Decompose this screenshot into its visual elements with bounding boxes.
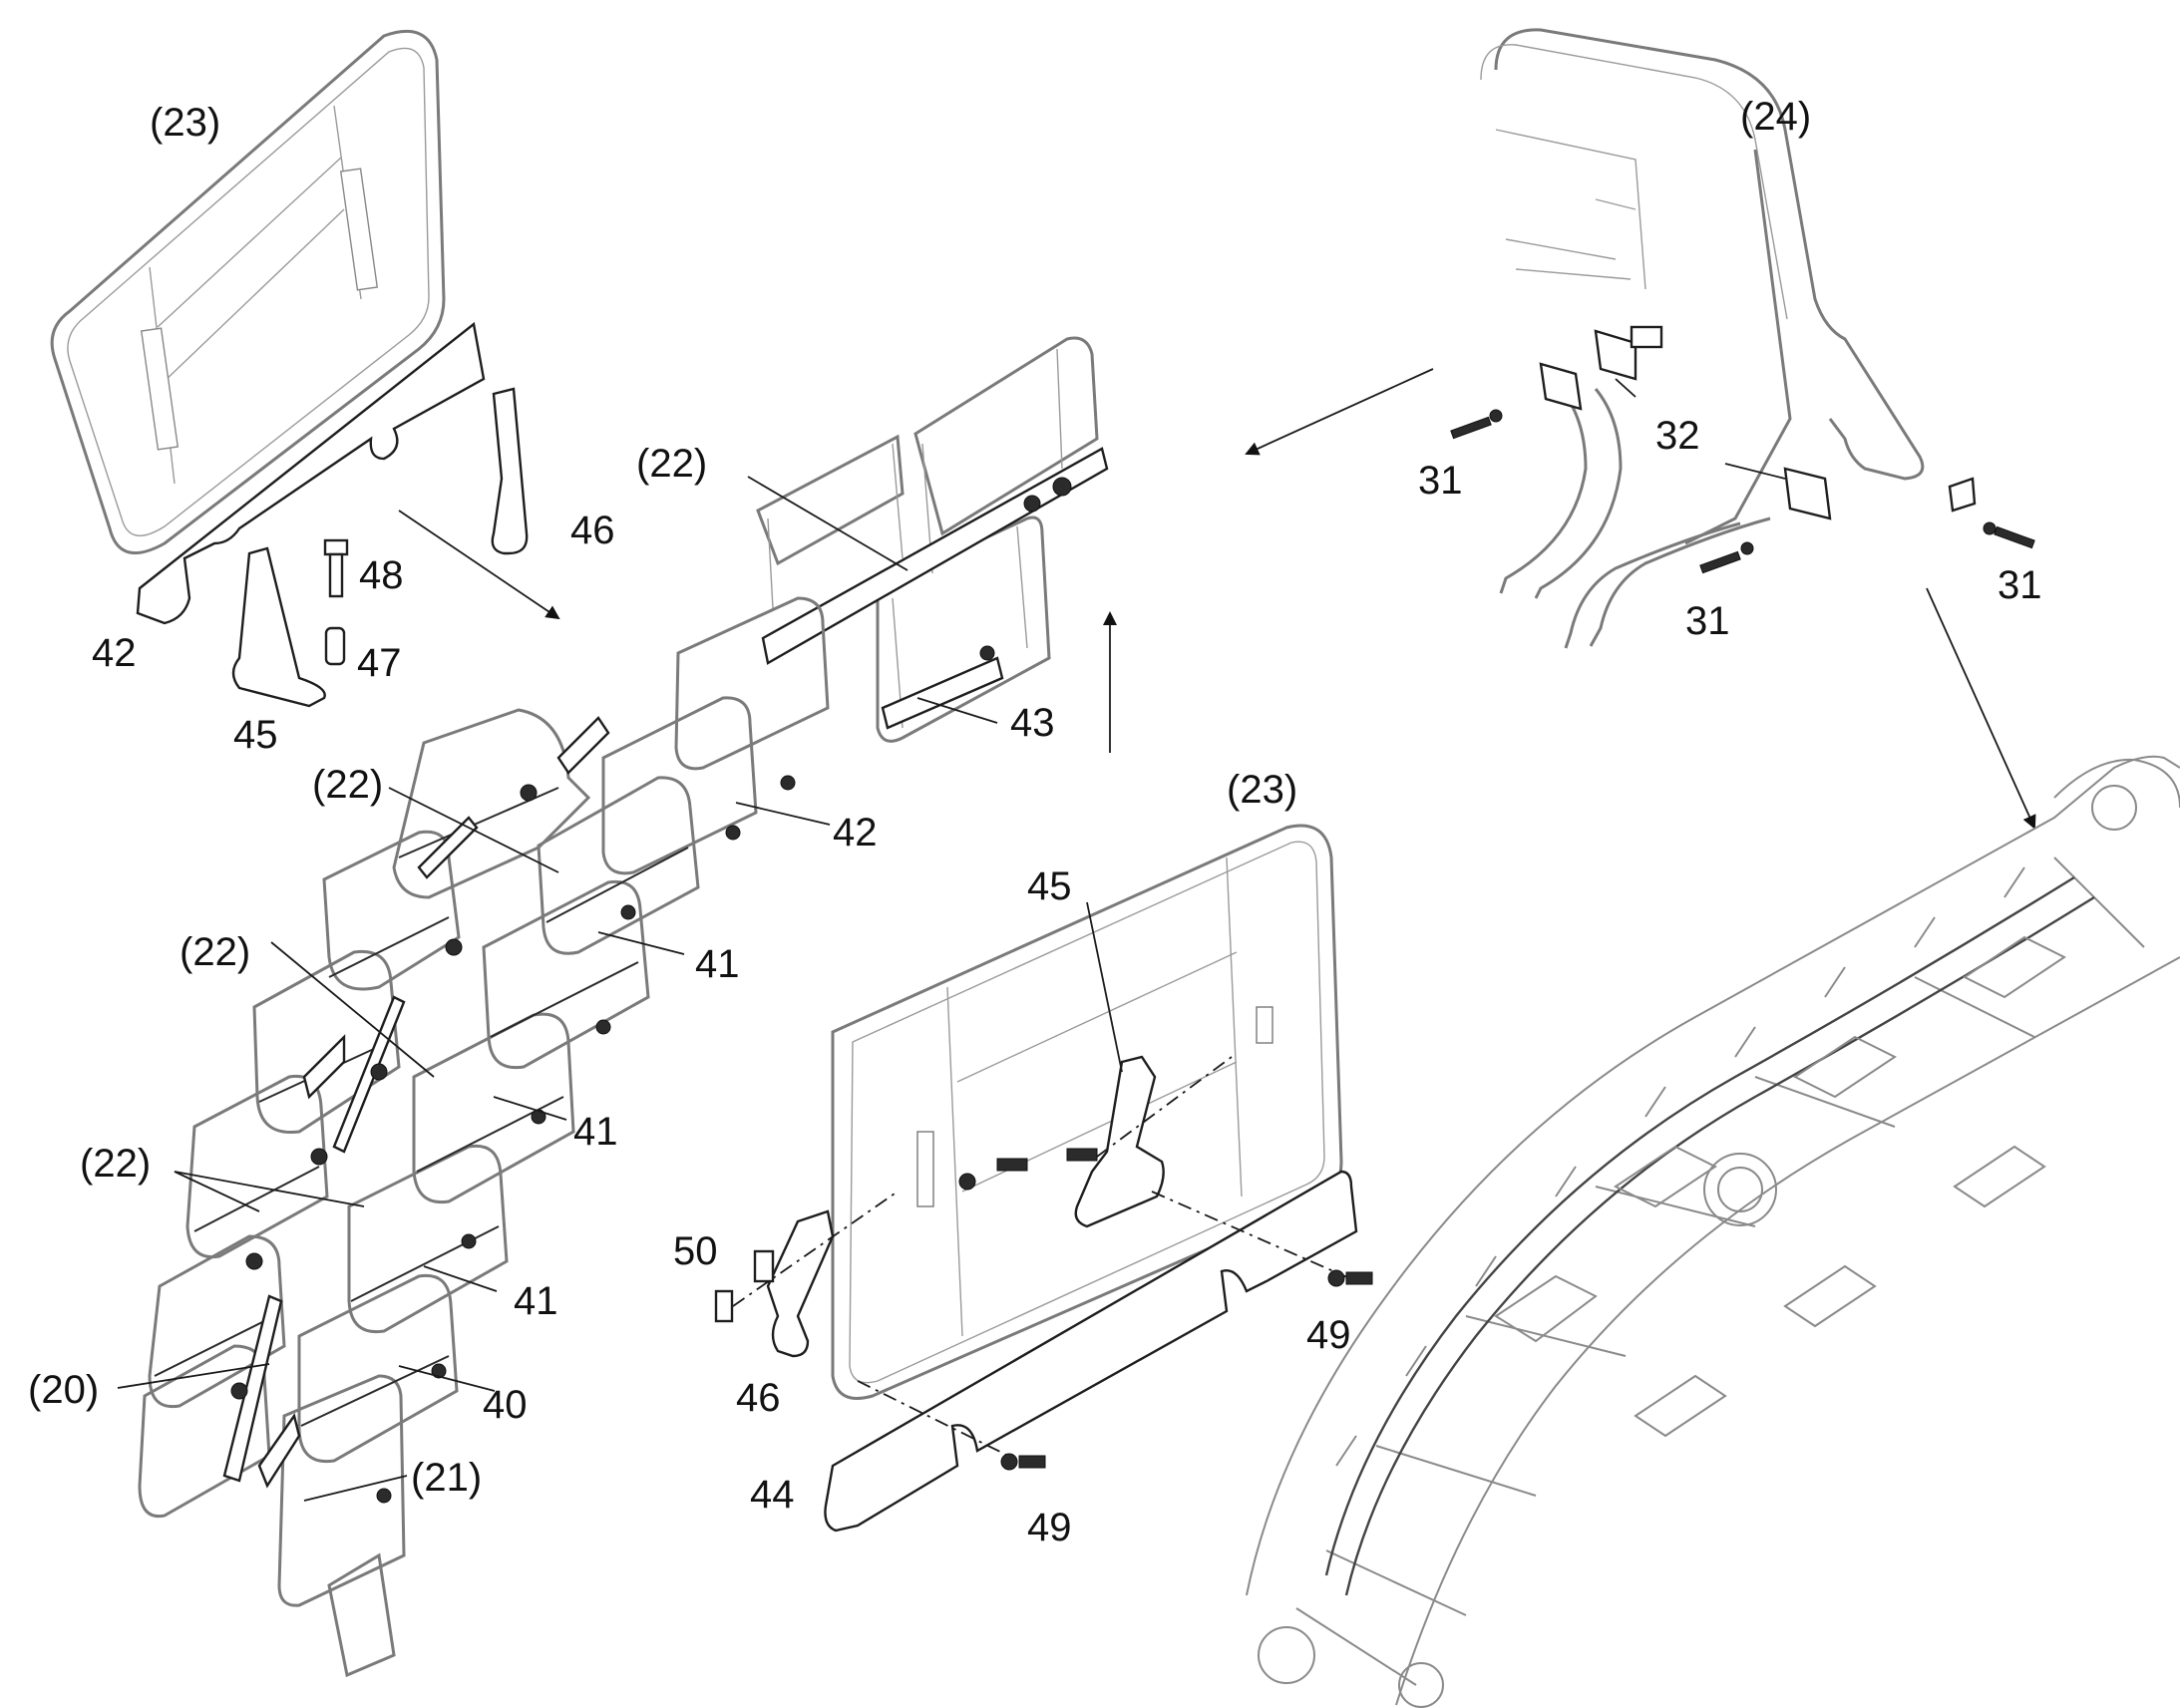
bracket-45-center bbox=[1074, 1055, 1165, 1228]
bolt-45-center bbox=[958, 1148, 1098, 1191]
label-22-a: (22) bbox=[312, 763, 383, 807]
bracket-46-top bbox=[491, 387, 529, 555]
leader-41c bbox=[423, 1265, 498, 1292]
guardrail-23-top-left bbox=[50, 30, 446, 554]
arrow-to-center bbox=[398, 510, 560, 620]
label-22-top: (22) bbox=[636, 442, 707, 486]
bracket-45-top bbox=[231, 546, 326, 708]
leader-32b bbox=[1724, 463, 1786, 480]
label-40: 40 bbox=[483, 1383, 528, 1427]
clamp-lower bbox=[1783, 467, 1832, 520]
clamp-right bbox=[1948, 477, 1977, 512]
label-43: 43 bbox=[1010, 701, 1055, 745]
leader-42b bbox=[735, 802, 831, 826]
label-48: 48 bbox=[359, 553, 404, 597]
clip-32-a bbox=[1594, 329, 1637, 381]
clamp-upper bbox=[1539, 362, 1583, 411]
leader-22-top bbox=[747, 476, 908, 571]
leader-22-c2 bbox=[174, 1171, 365, 1207]
axis-plate-44-right bbox=[1151, 1191, 1357, 1282]
label-45-center: 45 bbox=[1027, 864, 1072, 908]
axis-46-50 bbox=[732, 1191, 899, 1307]
label-31-left: 31 bbox=[1418, 459, 1463, 503]
label-32: 32 bbox=[1655, 414, 1700, 458]
leader-40 bbox=[398, 1365, 496, 1392]
clip-32-b bbox=[1630, 325, 1663, 349]
spacer-47 bbox=[324, 626, 346, 666]
label-31-lower: 31 bbox=[1685, 599, 1730, 643]
bolt-31-lower bbox=[1699, 541, 1754, 574]
label-42-mid: 42 bbox=[833, 811, 878, 854]
leader-32 bbox=[1615, 378, 1636, 398]
label-44: 44 bbox=[750, 1473, 795, 1517]
excavator-boom bbox=[1246, 755, 2180, 1708]
bolt-48 bbox=[323, 538, 349, 598]
leader-22-c1 bbox=[174, 1171, 260, 1212]
clip-50-b bbox=[714, 1289, 734, 1323]
arrow-to-boom bbox=[1926, 587, 2036, 830]
label-46-center: 46 bbox=[736, 1376, 781, 1420]
label-23-top-left: (23) bbox=[150, 101, 220, 145]
label-41-c: 41 bbox=[514, 1279, 558, 1323]
guardrail-stack-left bbox=[138, 596, 830, 1678]
plate-42-top bbox=[136, 321, 486, 625]
label-41-b: 41 bbox=[573, 1110, 618, 1154]
label-21: (21) bbox=[411, 1456, 482, 1500]
bolt-31-right bbox=[1983, 521, 2035, 549]
bolt-49-right bbox=[1327, 1269, 1373, 1287]
leader-41a bbox=[597, 931, 685, 955]
label-45-top: 45 bbox=[233, 713, 278, 757]
label-24: (24) bbox=[1740, 95, 1811, 139]
label-47: 47 bbox=[357, 641, 402, 685]
leader-22-b bbox=[270, 941, 435, 1078]
leader-43 bbox=[916, 697, 998, 724]
label-49-right: 49 bbox=[1306, 1313, 1351, 1357]
label-23-center: (23) bbox=[1227, 768, 1297, 812]
label-41-a: 41 bbox=[695, 942, 740, 986]
label-22-b: (22) bbox=[180, 930, 250, 974]
label-22-c: (22) bbox=[80, 1142, 151, 1186]
guardrail-24-top-right bbox=[1480, 28, 1925, 649]
bolt-49-lower bbox=[1000, 1453, 1046, 1471]
label-46-top: 46 bbox=[570, 509, 615, 552]
arrow-to-center-from-24 bbox=[1245, 368, 1434, 456]
leader-41b bbox=[493, 1096, 567, 1121]
leader-20 bbox=[117, 1363, 270, 1389]
label-31-right: 31 bbox=[1998, 563, 2042, 607]
bolt-31-upper bbox=[1450, 409, 1503, 440]
label-42-top: 42 bbox=[92, 631, 137, 675]
label-20: (20) bbox=[28, 1368, 99, 1412]
label-49-lower: 49 bbox=[1027, 1506, 1072, 1549]
part-labels: (23) (24) (22) (22) (22) (22) (23) (20) … bbox=[28, 95, 2042, 1549]
leader-45b bbox=[1086, 901, 1123, 1073]
guardrail-22-center-upper bbox=[756, 336, 1109, 743]
guardrail-23-center-bottom bbox=[831, 824, 1343, 1400]
leader-21 bbox=[303, 1475, 408, 1502]
leader-22-a bbox=[388, 787, 559, 873]
bracket-46-center bbox=[766, 1209, 835, 1358]
clip-50-a bbox=[753, 1249, 775, 1283]
plate-44 bbox=[824, 1170, 1358, 1533]
label-50: 50 bbox=[673, 1229, 718, 1273]
